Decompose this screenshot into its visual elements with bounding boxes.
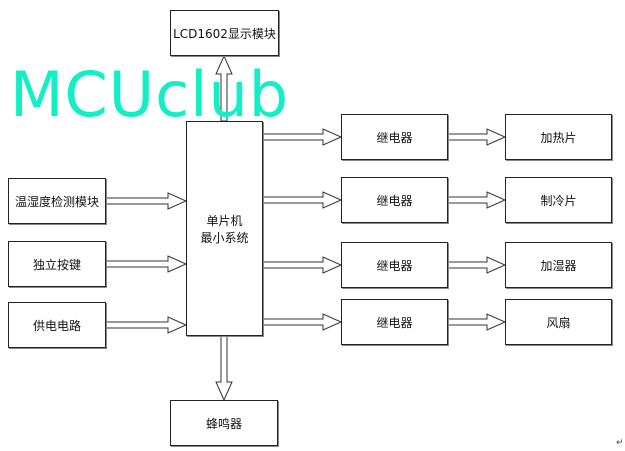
arrow-mcu-to-relay: [262, 128, 343, 146]
arrow-power-to-mcu: [105, 316, 188, 334]
sensor-label: 温湿度检测模块: [14, 194, 99, 209]
sensor-module: 温湿度检测模块: [8, 178, 106, 224]
mcu-label-1: 单片机: [206, 213, 243, 228]
relay-label: 继电器: [376, 130, 413, 145]
buzzer-label: 蜂鸣器: [205, 416, 242, 431]
relay-label: 继电器: [376, 258, 413, 273]
keys-label: 独立按键: [32, 257, 81, 272]
relay-4: 继电器: [341, 299, 448, 345]
arrow-relay-to-output: [447, 191, 507, 209]
arrow-mcu-to-lcd: [215, 54, 233, 122]
fan-label: 风扇: [546, 315, 571, 330]
relay-1: 继电器: [341, 114, 448, 160]
mcu-label-2: 最小系统: [200, 230, 249, 245]
cooler: 制冷片: [505, 177, 612, 223]
relay-3: 继电器: [341, 242, 448, 288]
arrow-relay-to-output: [447, 313, 507, 331]
mcu-block: 单片机最小系统: [186, 121, 263, 336]
keys-module: 独立按键: [8, 241, 106, 287]
arrow-relay-to-output: [447, 128, 507, 146]
relay-label: 继电器: [376, 193, 413, 208]
heater-label: 加热片: [540, 130, 577, 145]
fan: 风扇: [505, 299, 612, 345]
arrow-relay-to-output: [447, 256, 507, 274]
humidifier: 加湿器: [505, 242, 612, 288]
power-label: 供电电路: [32, 318, 81, 333]
cooler-label: 制冷片: [540, 193, 577, 208]
power-module: 供电电路: [8, 302, 106, 348]
humidifier-label: 加湿器: [540, 258, 577, 273]
lcd-label: LCD1602显示模块: [173, 26, 276, 41]
arrow-mcu-to-relay: [262, 191, 343, 209]
arrow-sensor-to-mcu: [105, 192, 188, 210]
lcd-module: LCD1602显示模块: [170, 10, 279, 56]
heater: 加热片: [505, 114, 612, 160]
relay-label: 继电器: [376, 315, 413, 330]
relay-2: 继电器: [341, 177, 448, 223]
return-mark: ↵: [616, 438, 624, 448]
arrow-mcu-to-relay: [262, 313, 343, 331]
arrow-mcu-to-buzzer: [215, 335, 233, 402]
arrow-mcu-to-relay: [262, 256, 343, 274]
buzzer: 蜂鸣器: [170, 400, 278, 446]
arrow-keys-to-mcu: [105, 255, 188, 273]
